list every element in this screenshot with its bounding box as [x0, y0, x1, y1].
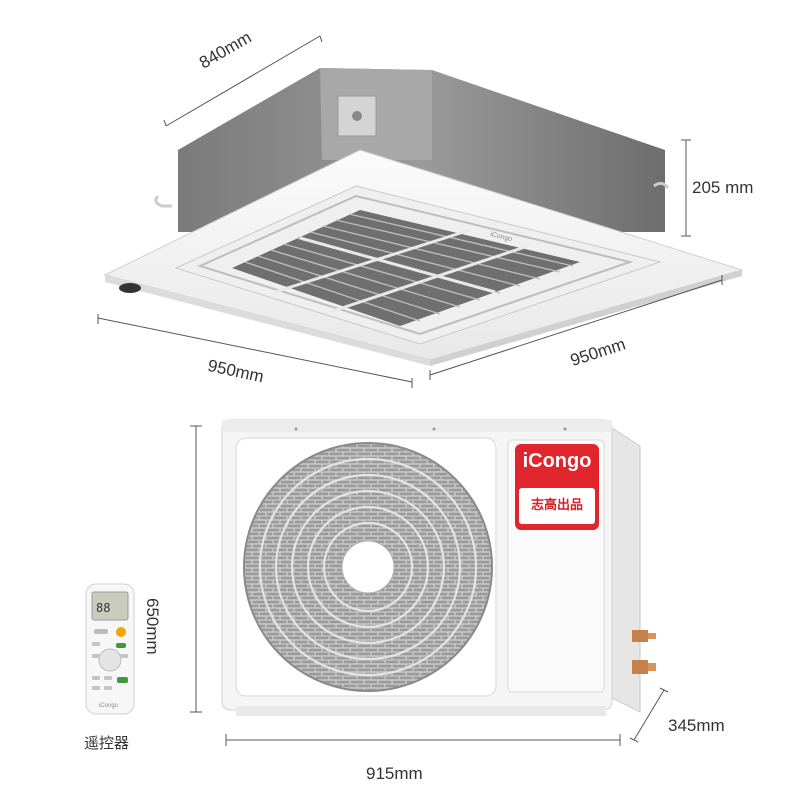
- indoor-cassette-unit: iCongo: [97, 35, 744, 388]
- fan-hub: [341, 540, 395, 594]
- remote-power-button: [116, 627, 126, 637]
- outdoor-feet: [236, 706, 606, 716]
- remote-display: 88: [96, 601, 110, 615]
- label-outdoor-width: 915mm: [366, 764, 423, 783]
- remote-logo: iCongo: [99, 703, 119, 709]
- dim-line-depth: [165, 35, 321, 127]
- brand-tagline: 志高出品: [519, 488, 595, 524]
- hanger-hook-left: [154, 194, 172, 208]
- hanger-hook-right: [653, 181, 670, 189]
- dim-line-width-right: [429, 279, 723, 376]
- label-indoor-height: 205 mm: [692, 178, 754, 197]
- brand-logo: iCongo: [522, 450, 592, 472]
- dim-line-outdoor-depth: [633, 689, 665, 741]
- brand-badge: iCongo 志高出品: [515, 444, 599, 530]
- panel-sensor: [119, 283, 141, 293]
- dim-line-width-left: [97, 317, 413, 383]
- copper-valves: [632, 630, 656, 674]
- remote-caption: 遥控器: [84, 734, 130, 752]
- remote-screen: [91, 591, 129, 621]
- label-outdoor-depth: 345mm: [668, 716, 725, 735]
- remote-control: 88 iCongo: [85, 583, 135, 715]
- label-outdoor-height: 650mm: [143, 598, 162, 655]
